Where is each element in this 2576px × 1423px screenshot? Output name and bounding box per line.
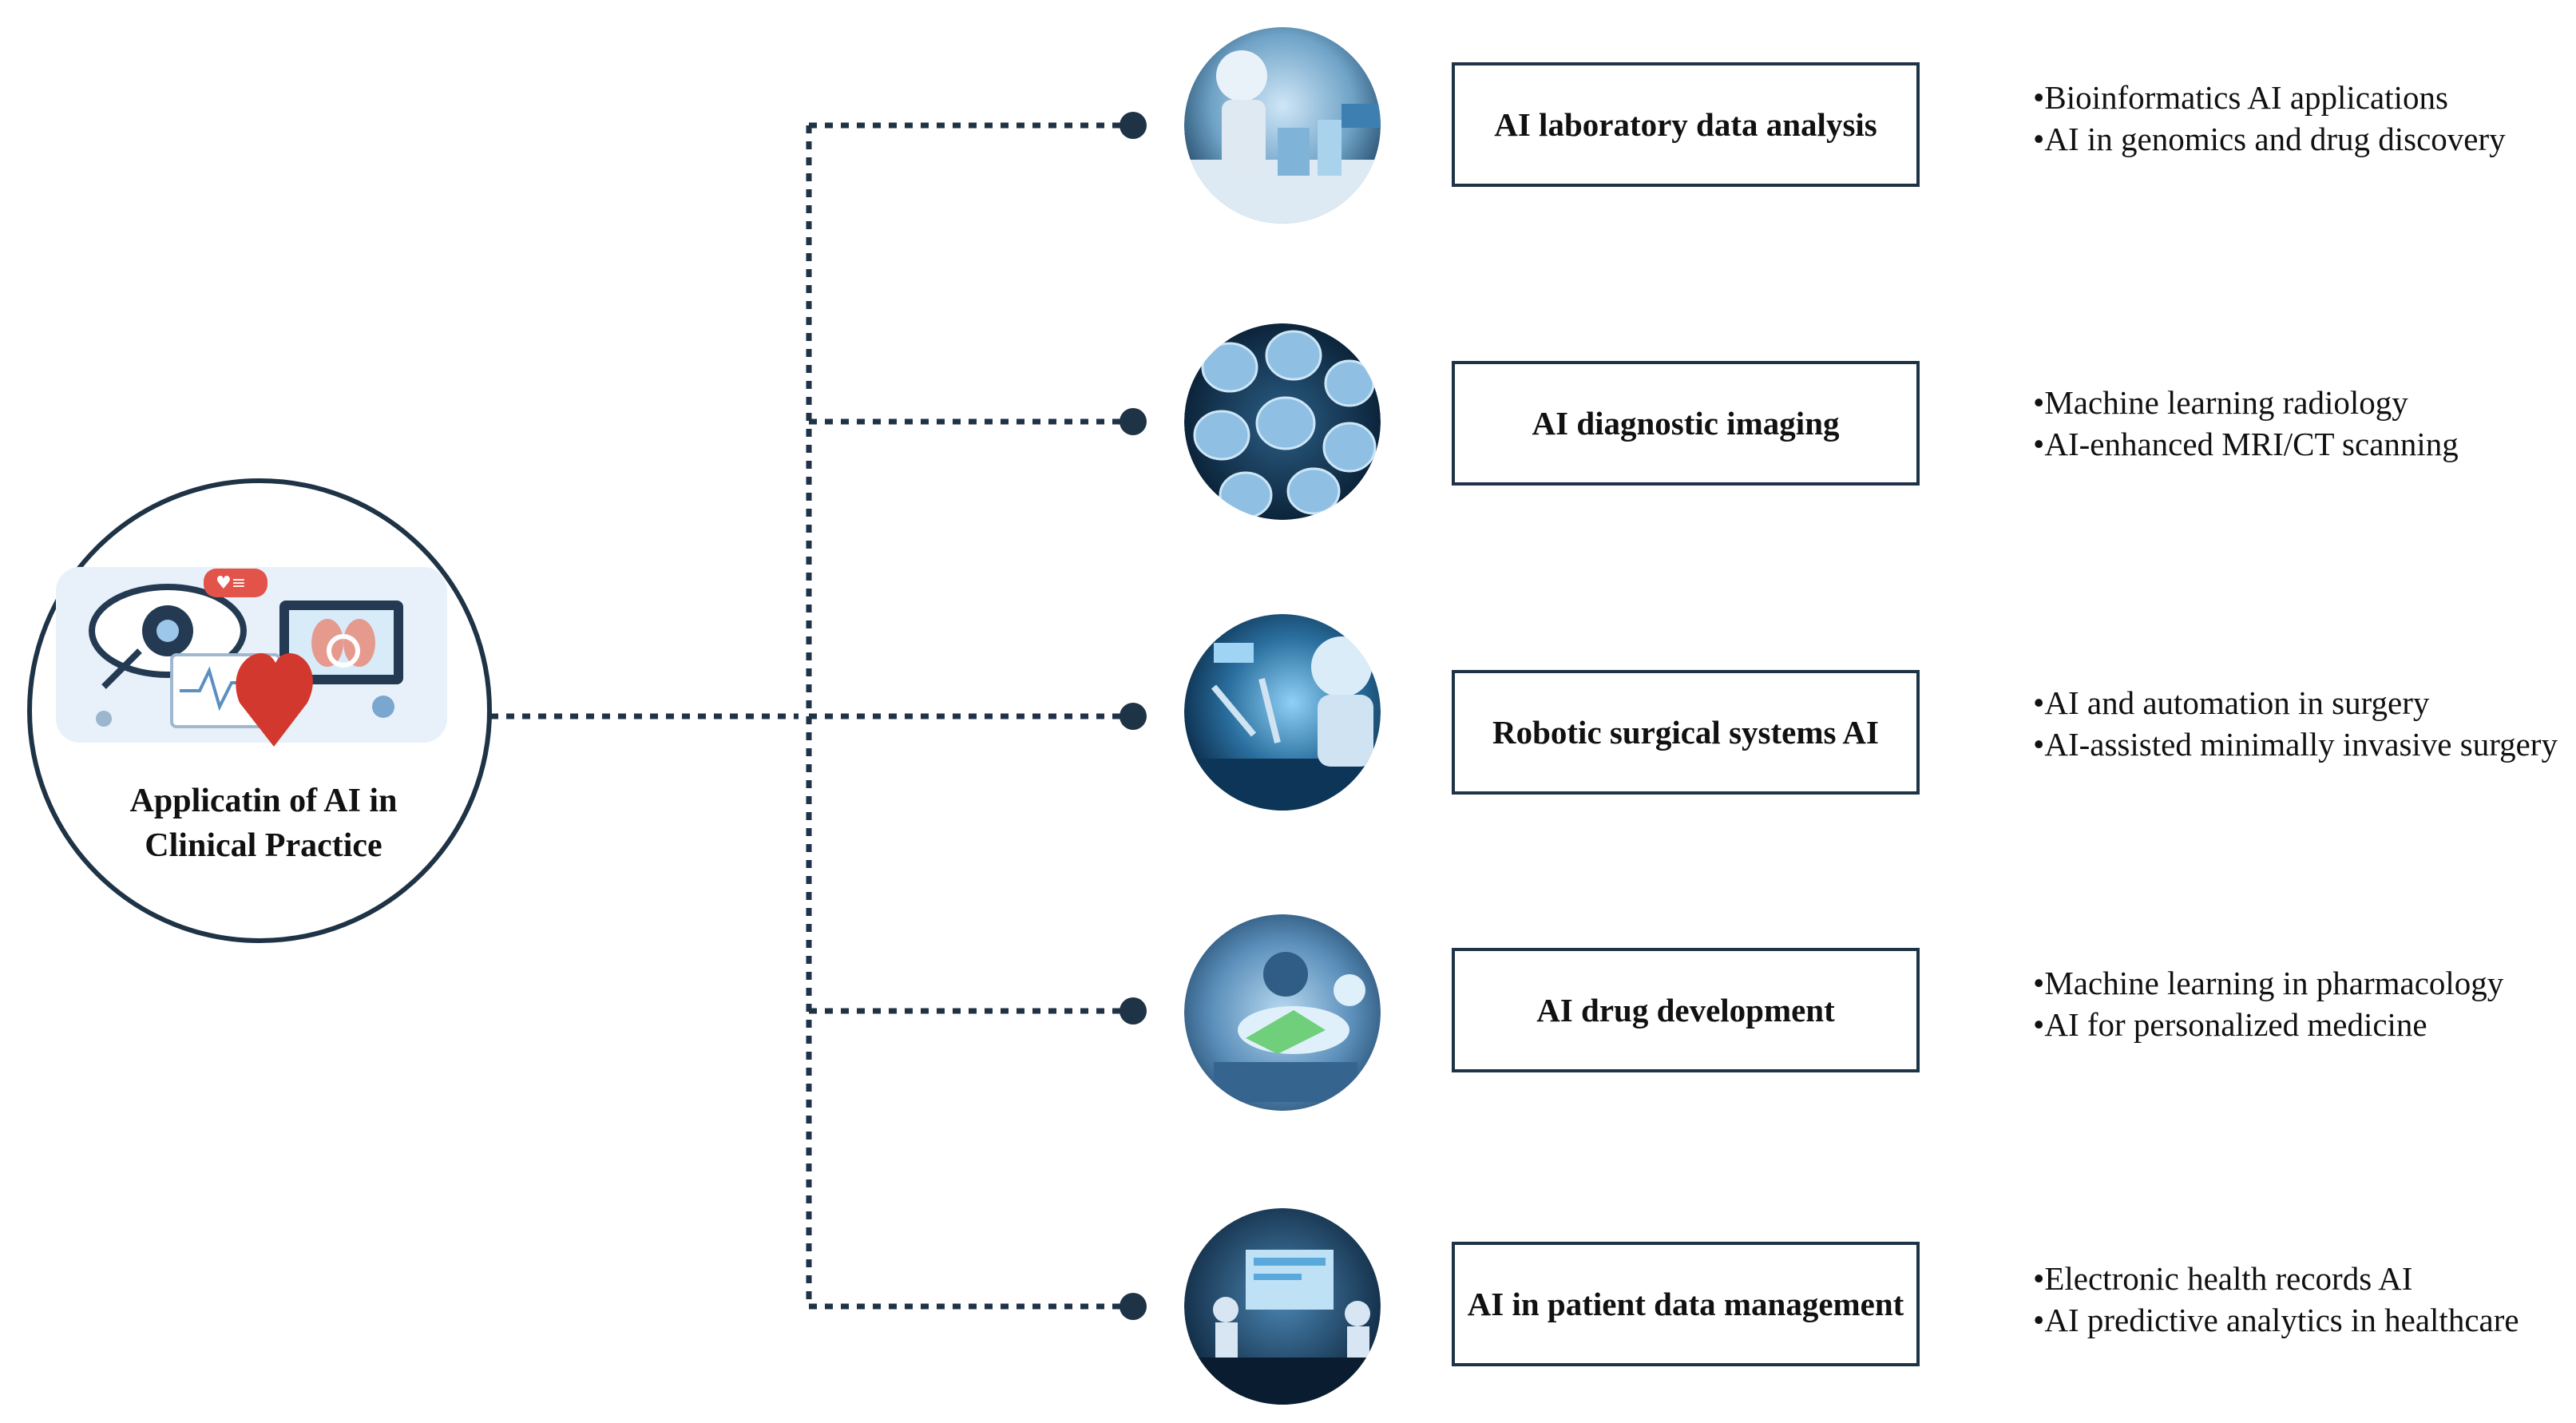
data-screen-icon: [1184, 1208, 1381, 1405]
branch-box-lab: AI laboratory data analysis: [1452, 62, 1920, 187]
branch-box-patient-data: AI in patient data management: [1452, 1242, 1920, 1366]
bullets-patient-data: •Electronic health records AI •AI predic…: [2033, 1258, 2519, 1341]
brain-scan-icon: [1184, 323, 1381, 520]
surgical-robot-icon: [1184, 614, 1381, 811]
bullet-item: •AI for personalized medicine: [2033, 1006, 2427, 1043]
connector-dot: [1120, 703, 1147, 730]
microscope-icon: [1184, 914, 1381, 1111]
root-title-line2: Clinical Practice: [145, 827, 382, 864]
bullet-item: •Electronic health records AI: [2033, 1260, 2413, 1297]
connector-dot: [1120, 1293, 1147, 1320]
bullets-drug: •Machine learning in pharmacology •AI fo…: [2033, 962, 2503, 1045]
connector-dot: [1120, 997, 1147, 1025]
svg-text:♥≡: ♥≡: [216, 573, 246, 593]
lab-robot-icon: [1184, 27, 1381, 224]
bullet-item: •AI-assisted minimally invasive surgery: [2033, 726, 2558, 763]
branch-box-drug: AI drug development: [1452, 948, 1920, 1072]
connector-dot: [1120, 112, 1147, 139]
bullet-item: •AI-enhanced MRI/CT scanning: [2033, 426, 2459, 462]
branch-box-surgery: Robotic surgical systems AI: [1452, 670, 1920, 795]
root-node: ♥≡: [27, 478, 492, 943]
root-title: Applicatin of AI in Clinical Practice: [56, 779, 471, 868]
bullets-imaging: •Machine learning radiology •AI-enhanced…: [2033, 382, 2459, 465]
bullet-item: •AI in genomics and drug discovery: [2033, 121, 2506, 157]
bullet-item: •AI predictive analytics in healthcare: [2033, 1302, 2519, 1338]
bullet-item: •AI and automation in surgery: [2033, 684, 2430, 721]
bullets-surgery: •AI and automation in surgery •AI-assist…: [2033, 682, 2558, 765]
bullet-item: •Bioinformatics AI applications: [2033, 79, 2448, 116]
branch-box-imaging: AI diagnostic imaging: [1452, 361, 1920, 486]
bullet-item: •Machine learning in pharmacology: [2033, 965, 2504, 1001]
bullets-lab: •Bioinformatics AI applications •AI in g…: [2033, 77, 2506, 160]
bullet-item: •Machine learning radiology: [2033, 384, 2408, 421]
connector-dot: [1120, 408, 1147, 435]
root-title-line1: Applicatin of AI in: [129, 783, 398, 819]
medical-ai-illustration-icon: ♥≡: [56, 567, 447, 747]
